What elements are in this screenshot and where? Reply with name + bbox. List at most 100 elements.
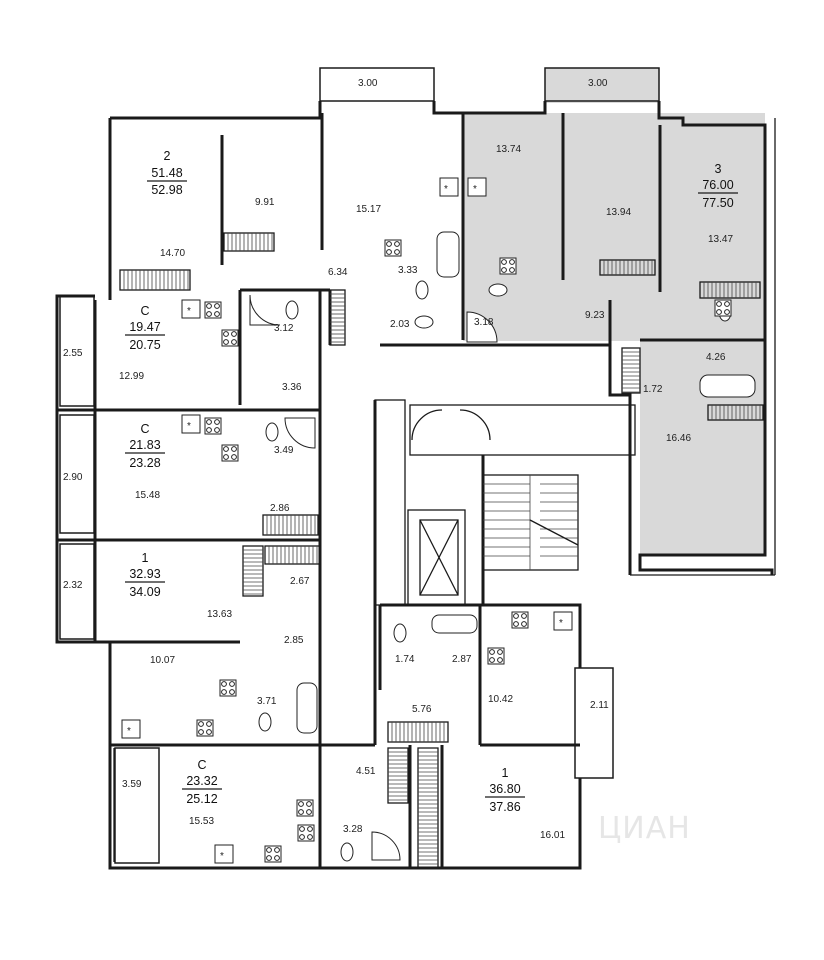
apartment-label: 1 36.80 37.86 <box>485 766 525 814</box>
stove-icon <box>204 301 222 319</box>
apartment-label: С 23.32 25.12 <box>182 758 222 806</box>
closet <box>387 747 409 804</box>
room-area-label: 3.00 <box>588 78 608 89</box>
apartment-label: 1 32.93 34.09 <box>125 551 165 599</box>
svg-text:*: * <box>187 421 191 432</box>
room-area-label: 3.18 <box>474 317 494 328</box>
closet <box>699 281 761 299</box>
balcony-right-bottom <box>574 667 614 779</box>
stove-icon <box>384 239 402 257</box>
room-area-label: 16.01 <box>540 830 565 841</box>
room-area-label: 15.48 <box>135 490 160 501</box>
closet <box>329 289 346 346</box>
room-area-label: 3.12 <box>274 323 294 334</box>
room-area-label: 2.90 <box>63 472 83 483</box>
apartment-total-area: 34.09 <box>129 585 160 599</box>
stove-icon <box>219 679 237 697</box>
apartment-living-area: 36.80 <box>489 782 520 796</box>
room-area-label: 10.42 <box>488 694 513 705</box>
apartment-type: 3 <box>715 162 722 176</box>
room-area-label: 2.03 <box>390 319 410 330</box>
room-area-label: 3.36 <box>282 382 302 393</box>
room-area-label: 2.55 <box>63 348 83 359</box>
closet <box>223 232 275 252</box>
room-area-label: 2.32 <box>63 580 83 591</box>
apartment-label: С 21.83 23.28 <box>125 422 165 470</box>
closet <box>387 721 449 743</box>
apartment-total-area: 52.98 <box>151 183 182 197</box>
asterisk-icon: * <box>121 719 141 739</box>
room-area-label: 2.67 <box>290 576 310 587</box>
apartment-type: 1 <box>142 551 149 565</box>
apartment-total-area: 25.12 <box>186 792 217 806</box>
balcony-left-3 <box>59 543 95 640</box>
stove-icons <box>196 239 732 863</box>
apartment-living-area: 21.83 <box>129 438 160 452</box>
asterisk-icon: * <box>467 177 487 197</box>
apartment-living-area: 32.93 <box>129 567 160 581</box>
stove-icon <box>196 719 214 737</box>
room-area-label: 5.76 <box>412 704 432 715</box>
closet <box>417 747 439 869</box>
apartment-total-area: 23.28 <box>129 456 160 470</box>
room-area-label: 9.91 <box>255 197 275 208</box>
room-area-label: 3.71 <box>257 696 277 707</box>
asterisk-icon: * <box>181 299 201 319</box>
room-area-label: 13.47 <box>708 234 733 245</box>
apartment-living-area: 19.47 <box>129 320 160 334</box>
room-area-label: 10.07 <box>150 655 175 666</box>
room-area-label: 2.85 <box>284 635 304 646</box>
svg-text:*: * <box>444 184 448 195</box>
elevator-icon <box>419 519 459 596</box>
room-area-label: 15.17 <box>356 204 381 215</box>
room-area-label: 3.33 <box>398 265 418 276</box>
closet <box>264 545 321 565</box>
stove-icon <box>264 845 282 863</box>
closet <box>707 404 764 421</box>
apartment-total-area: 20.75 <box>129 338 160 352</box>
room-area-label: 3.28 <box>343 824 363 835</box>
stove-icon <box>221 444 239 462</box>
room-area-label: 4.51 <box>356 766 376 777</box>
balcony-left-4 <box>114 747 160 864</box>
asterisk-icon: * <box>439 177 459 197</box>
room-area-label: 1.72 <box>643 384 663 395</box>
stove-icon <box>296 799 314 817</box>
room-area-label: 2.87 <box>452 654 472 665</box>
apartment-type: С <box>140 304 149 318</box>
stove-icon <box>487 647 505 665</box>
svg-text:*: * <box>127 726 131 737</box>
stove-icon <box>511 611 529 629</box>
room-area-label: 4.26 <box>706 352 726 363</box>
room-area-label: 15.53 <box>189 816 214 827</box>
closet <box>119 269 191 291</box>
closet <box>621 347 641 394</box>
apartment-label: 2 51.48 52.98 <box>147 149 187 197</box>
apartment-living-area: 76.00 <box>702 178 733 192</box>
apartment-labels: 2 51.48 52.98 3 76.00 77.50 С 19.47 20.7… <box>125 149 738 814</box>
svg-text:*: * <box>187 306 191 317</box>
apartment-type: С <box>140 422 149 436</box>
room-area-label: 3.49 <box>274 445 294 456</box>
balcony-left-2 <box>59 414 95 534</box>
apartment-type: С <box>197 758 206 772</box>
apartment-living-area: 51.48 <box>151 166 182 180</box>
core <box>374 399 636 606</box>
vent-icons: * * * * * * * <box>121 177 573 864</box>
apartment-label: С 19.47 20.75 <box>125 304 165 352</box>
room-area-label: 2.86 <box>270 503 290 514</box>
room-area-label: 3.00 <box>358 78 378 89</box>
balcony-top-right <box>544 67 660 102</box>
svg-text:*: * <box>559 618 563 629</box>
room-area-label: 3.59 <box>122 779 142 790</box>
room-area-label: 13.63 <box>207 609 232 620</box>
balconies <box>59 67 660 864</box>
closet <box>262 514 319 536</box>
asterisk-icon: * <box>214 844 234 864</box>
room-area-label: 14.70 <box>160 248 185 259</box>
apartment-label: 3 76.00 77.50 <box>698 162 738 210</box>
stove-icon <box>297 824 315 842</box>
room-area-label: 12.99 <box>119 371 144 382</box>
